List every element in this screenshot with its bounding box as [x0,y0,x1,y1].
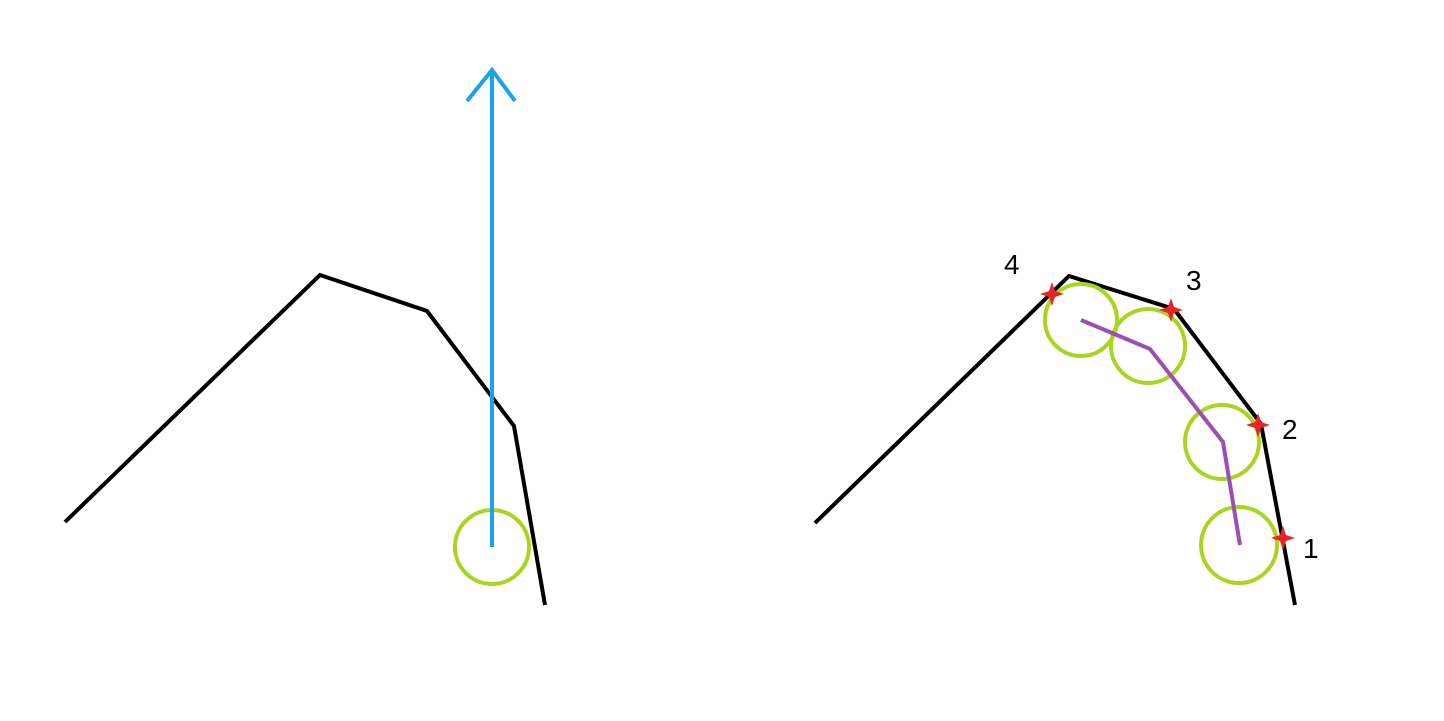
circle-step-1 [1199,505,1279,585]
contact-label-1: 1 [1303,533,1319,564]
contact-label-4: 4 [1004,249,1020,280]
contact-point-1 [1271,526,1295,550]
contact-label-3: 3 [1186,265,1202,296]
contact-point-4 [1040,282,1064,306]
contact-points [1040,282,1295,550]
circle-step-2 [1183,403,1261,481]
circle-sequence [1043,282,1279,585]
up-arrow-head [465,66,517,103]
contact-labels: 1 2 3 4 [1004,249,1319,564]
terrain-polyline-left [63,272,547,606]
circle-step-4 [1043,282,1119,358]
circle-step-3 [1109,307,1187,385]
contact-label-2: 2 [1282,414,1298,445]
right-panel: 1 2 3 4 [813,249,1319,606]
contact-point-3 [1159,298,1183,322]
up-arrow [465,66,517,547]
contact-point-2 [1246,413,1270,437]
left-panel [63,66,547,606]
center-path [1080,318,1242,546]
